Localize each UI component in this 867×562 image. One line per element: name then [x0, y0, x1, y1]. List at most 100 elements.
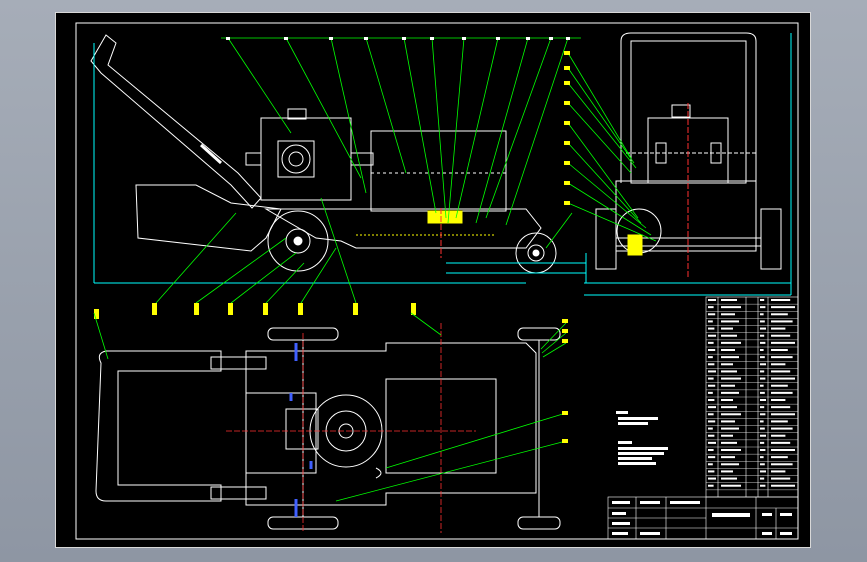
parts-cell-glyph	[708, 477, 716, 480]
parts-cell-glyph	[708, 391, 713, 394]
top-engine	[385, 378, 497, 474]
parts-cell-glyph	[708, 399, 715, 401]
parts-cell-glyph	[721, 456, 735, 459]
parts-cell-glyph	[760, 363, 766, 366]
parts-cell-glyph	[760, 391, 765, 394]
parts-cell-glyph	[721, 320, 739, 323]
parts-cell-glyph	[721, 470, 733, 473]
parts-cell-glyph	[708, 341, 714, 344]
parts-cell-glyph	[771, 470, 786, 473]
chassis	[264, 208, 542, 249]
side-leaders	[567, 52, 657, 242]
side-axle	[615, 237, 762, 247]
parts-cell-glyph	[708, 377, 714, 380]
parts-cell-glyph	[760, 306, 766, 309]
top-leaders	[93, 312, 567, 502]
parts-cell-glyph	[708, 427, 713, 430]
parts-cell-glyph	[760, 399, 766, 401]
parts-cell-glyph	[708, 349, 716, 351]
top-wheel-right-b	[517, 516, 561, 530]
parts-cell-glyph	[760, 377, 766, 380]
parts-cell-glyph	[721, 434, 733, 437]
parts-cell-glyph	[721, 313, 735, 316]
gearbox-flange	[277, 140, 315, 178]
parts-cell-glyph	[760, 356, 765, 359]
parts-cell-glyph	[771, 449, 795, 451]
parts-cell-glyph	[771, 463, 793, 466]
parts-cell-glyph	[760, 434, 766, 437]
side-flange-left	[655, 142, 667, 164]
parts-cell-glyph	[771, 356, 793, 359]
parts-cell-glyph	[721, 363, 733, 366]
top-gearbox-core	[285, 408, 319, 450]
front-leaders	[155, 37, 573, 304]
parts-cell-glyph	[760, 406, 765, 409]
top-view	[95, 327, 561, 530]
parts-cell-glyph	[721, 377, 741, 380]
top-gearbox	[245, 392, 317, 474]
title-block-text	[612, 501, 792, 535]
parts-cell-glyph	[708, 363, 715, 366]
rear-hub	[285, 228, 311, 254]
parts-cell-glyph	[708, 299, 716, 301]
parts-cell-glyph	[721, 420, 735, 423]
parts-cell-glyph	[721, 370, 737, 373]
side-hatch	[627, 234, 643, 256]
parts-cell-glyph	[708, 356, 713, 359]
parts-cell-glyph	[721, 327, 733, 330]
engine-block	[370, 130, 507, 212]
parts-cell-glyph	[708, 306, 714, 309]
parts-cell-glyph	[771, 306, 795, 309]
parts-cell-glyph	[708, 470, 715, 473]
front-view	[90, 34, 587, 284]
parts-cell-glyph	[760, 334, 765, 337]
parts-cell-glyph	[771, 349, 788, 351]
side-view	[584, 32, 792, 296]
parts-cell-glyph	[721, 341, 741, 344]
parts-cell-glyph	[760, 484, 766, 487]
top-wheel-right-a	[517, 327, 561, 341]
parts-cell-glyph	[721, 349, 735, 351]
parts-cell-glyph	[771, 341, 795, 344]
parts-cell-glyph	[721, 406, 737, 409]
top-balloons	[562, 319, 568, 443]
parts-cell-glyph	[760, 341, 766, 344]
parts-cell-glyph	[760, 427, 765, 430]
parts-cell-glyph	[760, 477, 765, 480]
parts-list-text	[708, 299, 795, 487]
balloon-ticks	[226, 37, 570, 40]
handle-bracket-bottom	[210, 486, 267, 500]
parts-cell-glyph	[771, 320, 793, 323]
parts-cell-glyph	[708, 320, 713, 323]
parts-cell-glyph	[721, 399, 733, 401]
parts-cell-glyph	[771, 456, 788, 459]
parts-cell-glyph	[771, 370, 791, 373]
cutting-deck	[135, 184, 282, 252]
top-cutout	[375, 467, 382, 479]
parts-cell-glyph	[760, 349, 764, 351]
rear-wheel	[267, 210, 329, 272]
shaft-right	[350, 152, 374, 166]
parts-cell-glyph	[721, 463, 739, 466]
parts-cell-glyph	[760, 320, 765, 323]
vent-cap	[287, 108, 307, 120]
parts-cell-glyph	[771, 477, 791, 480]
parts-cell-glyph	[760, 441, 765, 444]
parts-cell-glyph	[771, 384, 788, 387]
side-wheel-left	[595, 208, 617, 270]
parts-cell-glyph	[760, 456, 764, 459]
parts-cell-glyph	[708, 456, 716, 459]
parts-cell-glyph	[760, 313, 764, 316]
parts-cell-glyph	[721, 449, 741, 451]
parts-cell-glyph	[708, 434, 715, 437]
parts-cell-glyph	[708, 313, 716, 316]
flange-bore	[288, 151, 304, 167]
parts-cell-glyph	[760, 420, 764, 423]
parts-cell-glyph	[708, 413, 714, 416]
parts-cell-glyph	[708, 441, 716, 444]
flange-circle	[281, 144, 311, 174]
parts-cell-glyph	[771, 420, 788, 423]
side-flange-right	[710, 142, 722, 164]
top-center-lines	[226, 323, 476, 533]
parts-cell-glyph	[760, 463, 765, 466]
